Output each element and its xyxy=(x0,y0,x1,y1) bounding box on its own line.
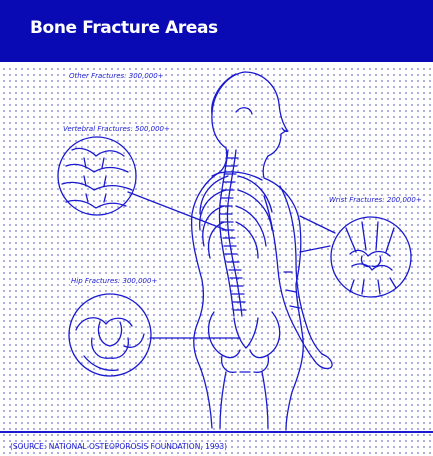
wrist-magnifier xyxy=(331,217,411,297)
vertebral-magnifier xyxy=(58,137,136,215)
wrist-fractures-label: Wrist Fractures: 200,000+ xyxy=(328,196,423,204)
hip-fractures-label: Hip Fractures: 300,000+ xyxy=(70,277,158,285)
source-note: (SOURCE: NATIONAL OSTEOPOROSIS FOUNDATIO… xyxy=(10,442,227,451)
pelvis xyxy=(209,312,280,428)
hip-magnifier xyxy=(69,294,151,376)
spine xyxy=(219,150,246,316)
footer-rule xyxy=(0,431,433,433)
rib-cage xyxy=(200,172,272,258)
vertebral-fractures-label: Vertebral Fractures: 500,000+ xyxy=(62,125,171,133)
other-fractures-label: Other Fractures: 300,000+ xyxy=(68,72,165,80)
